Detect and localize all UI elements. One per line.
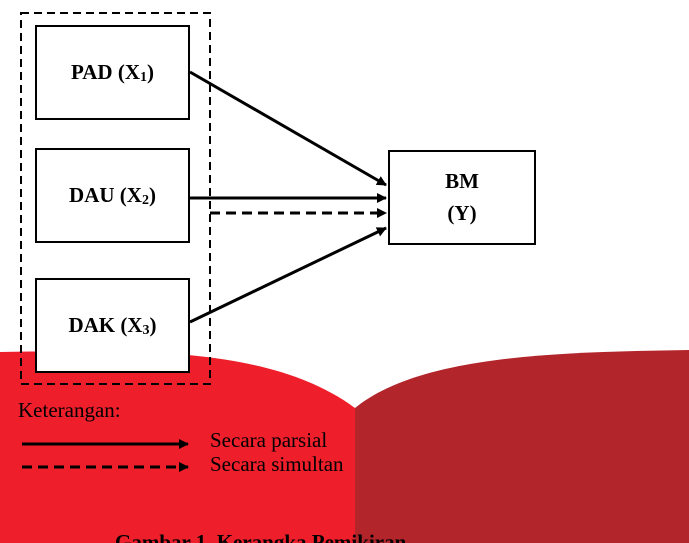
figure-caption: Gambar 1. Kerangka Pemikiran	[115, 530, 407, 543]
legend-heading: Keterangan:	[18, 398, 121, 422]
red-right-page	[355, 350, 689, 543]
red-left-page	[0, 350, 355, 543]
node-pad-label: PAD (X1)	[70, 59, 155, 85]
arrow-pad-to-bm	[189, 70, 387, 187]
node-bm-label: BM(Y)	[445, 169, 479, 225]
legend-dashed-label: Secara simultan	[210, 452, 344, 476]
node-dau-label: DAU (X2)	[69, 182, 156, 208]
node-dak-label: DAK (X3)	[68, 312, 157, 338]
arrow-dak-to-bm	[189, 226, 387, 324]
node-pad: PAD (X1)	[35, 25, 190, 120]
simultaneous-group-outline	[20, 12, 211, 385]
node-dau: DAU (X2)	[35, 148, 190, 243]
node-dak: DAK (X3)	[35, 278, 190, 373]
node-bm: BM(Y)	[388, 150, 536, 245]
legend-solid-label: Secara parsial	[210, 428, 328, 452]
